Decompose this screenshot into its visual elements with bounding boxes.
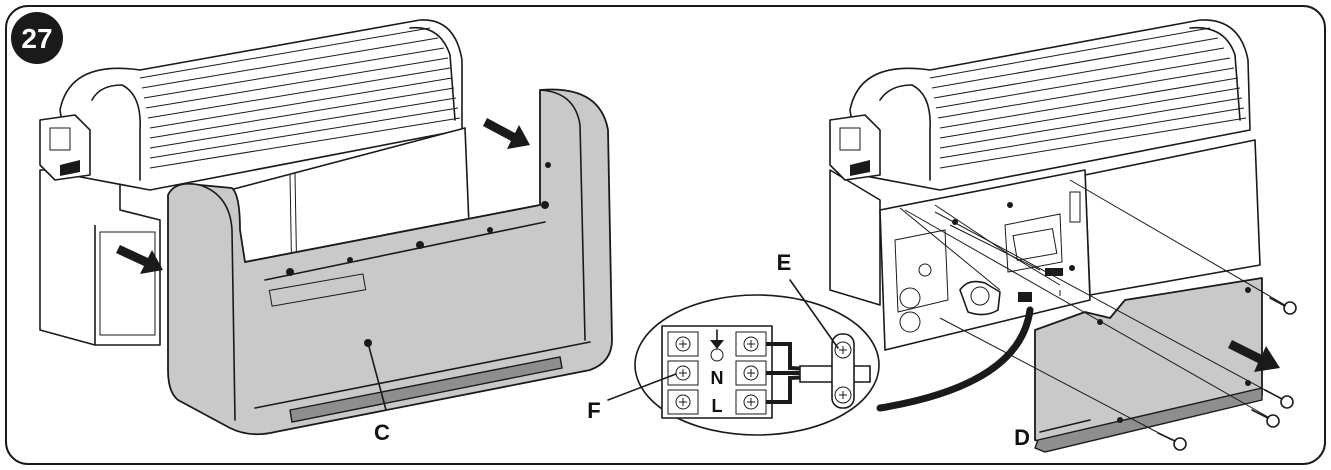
screw-guides	[904, 179, 1286, 441]
power-cable	[876, 306, 1034, 412]
back-panel-d	[1034, 277, 1263, 453]
ground-symbol-icon	[710, 329, 724, 362]
figure-number-badge: 27	[11, 12, 63, 64]
figure-number: 27	[21, 23, 52, 54]
terminal-l-label: L	[712, 396, 723, 416]
label-d: D	[1014, 425, 1030, 450]
screw-icon	[1251, 409, 1280, 428]
front-cover-c	[167, 88, 613, 436]
label-f: F	[587, 398, 600, 423]
right-unit-drawing	[829, 19, 1261, 351]
cable-clamp-e	[831, 333, 855, 409]
terminal-detail-inset: N L	[634, 294, 880, 436]
screw-icon	[1157, 432, 1187, 451]
arrow-icon	[116, 245, 163, 274]
arrow-icon	[483, 118, 530, 149]
screw-icon	[1269, 297, 1297, 315]
screw-icon	[1264, 389, 1294, 409]
label-e: E	[777, 250, 792, 275]
terminal-n-label: N	[711, 368, 724, 388]
arrow-icon	[1228, 340, 1280, 372]
label-c: C	[374, 420, 390, 445]
